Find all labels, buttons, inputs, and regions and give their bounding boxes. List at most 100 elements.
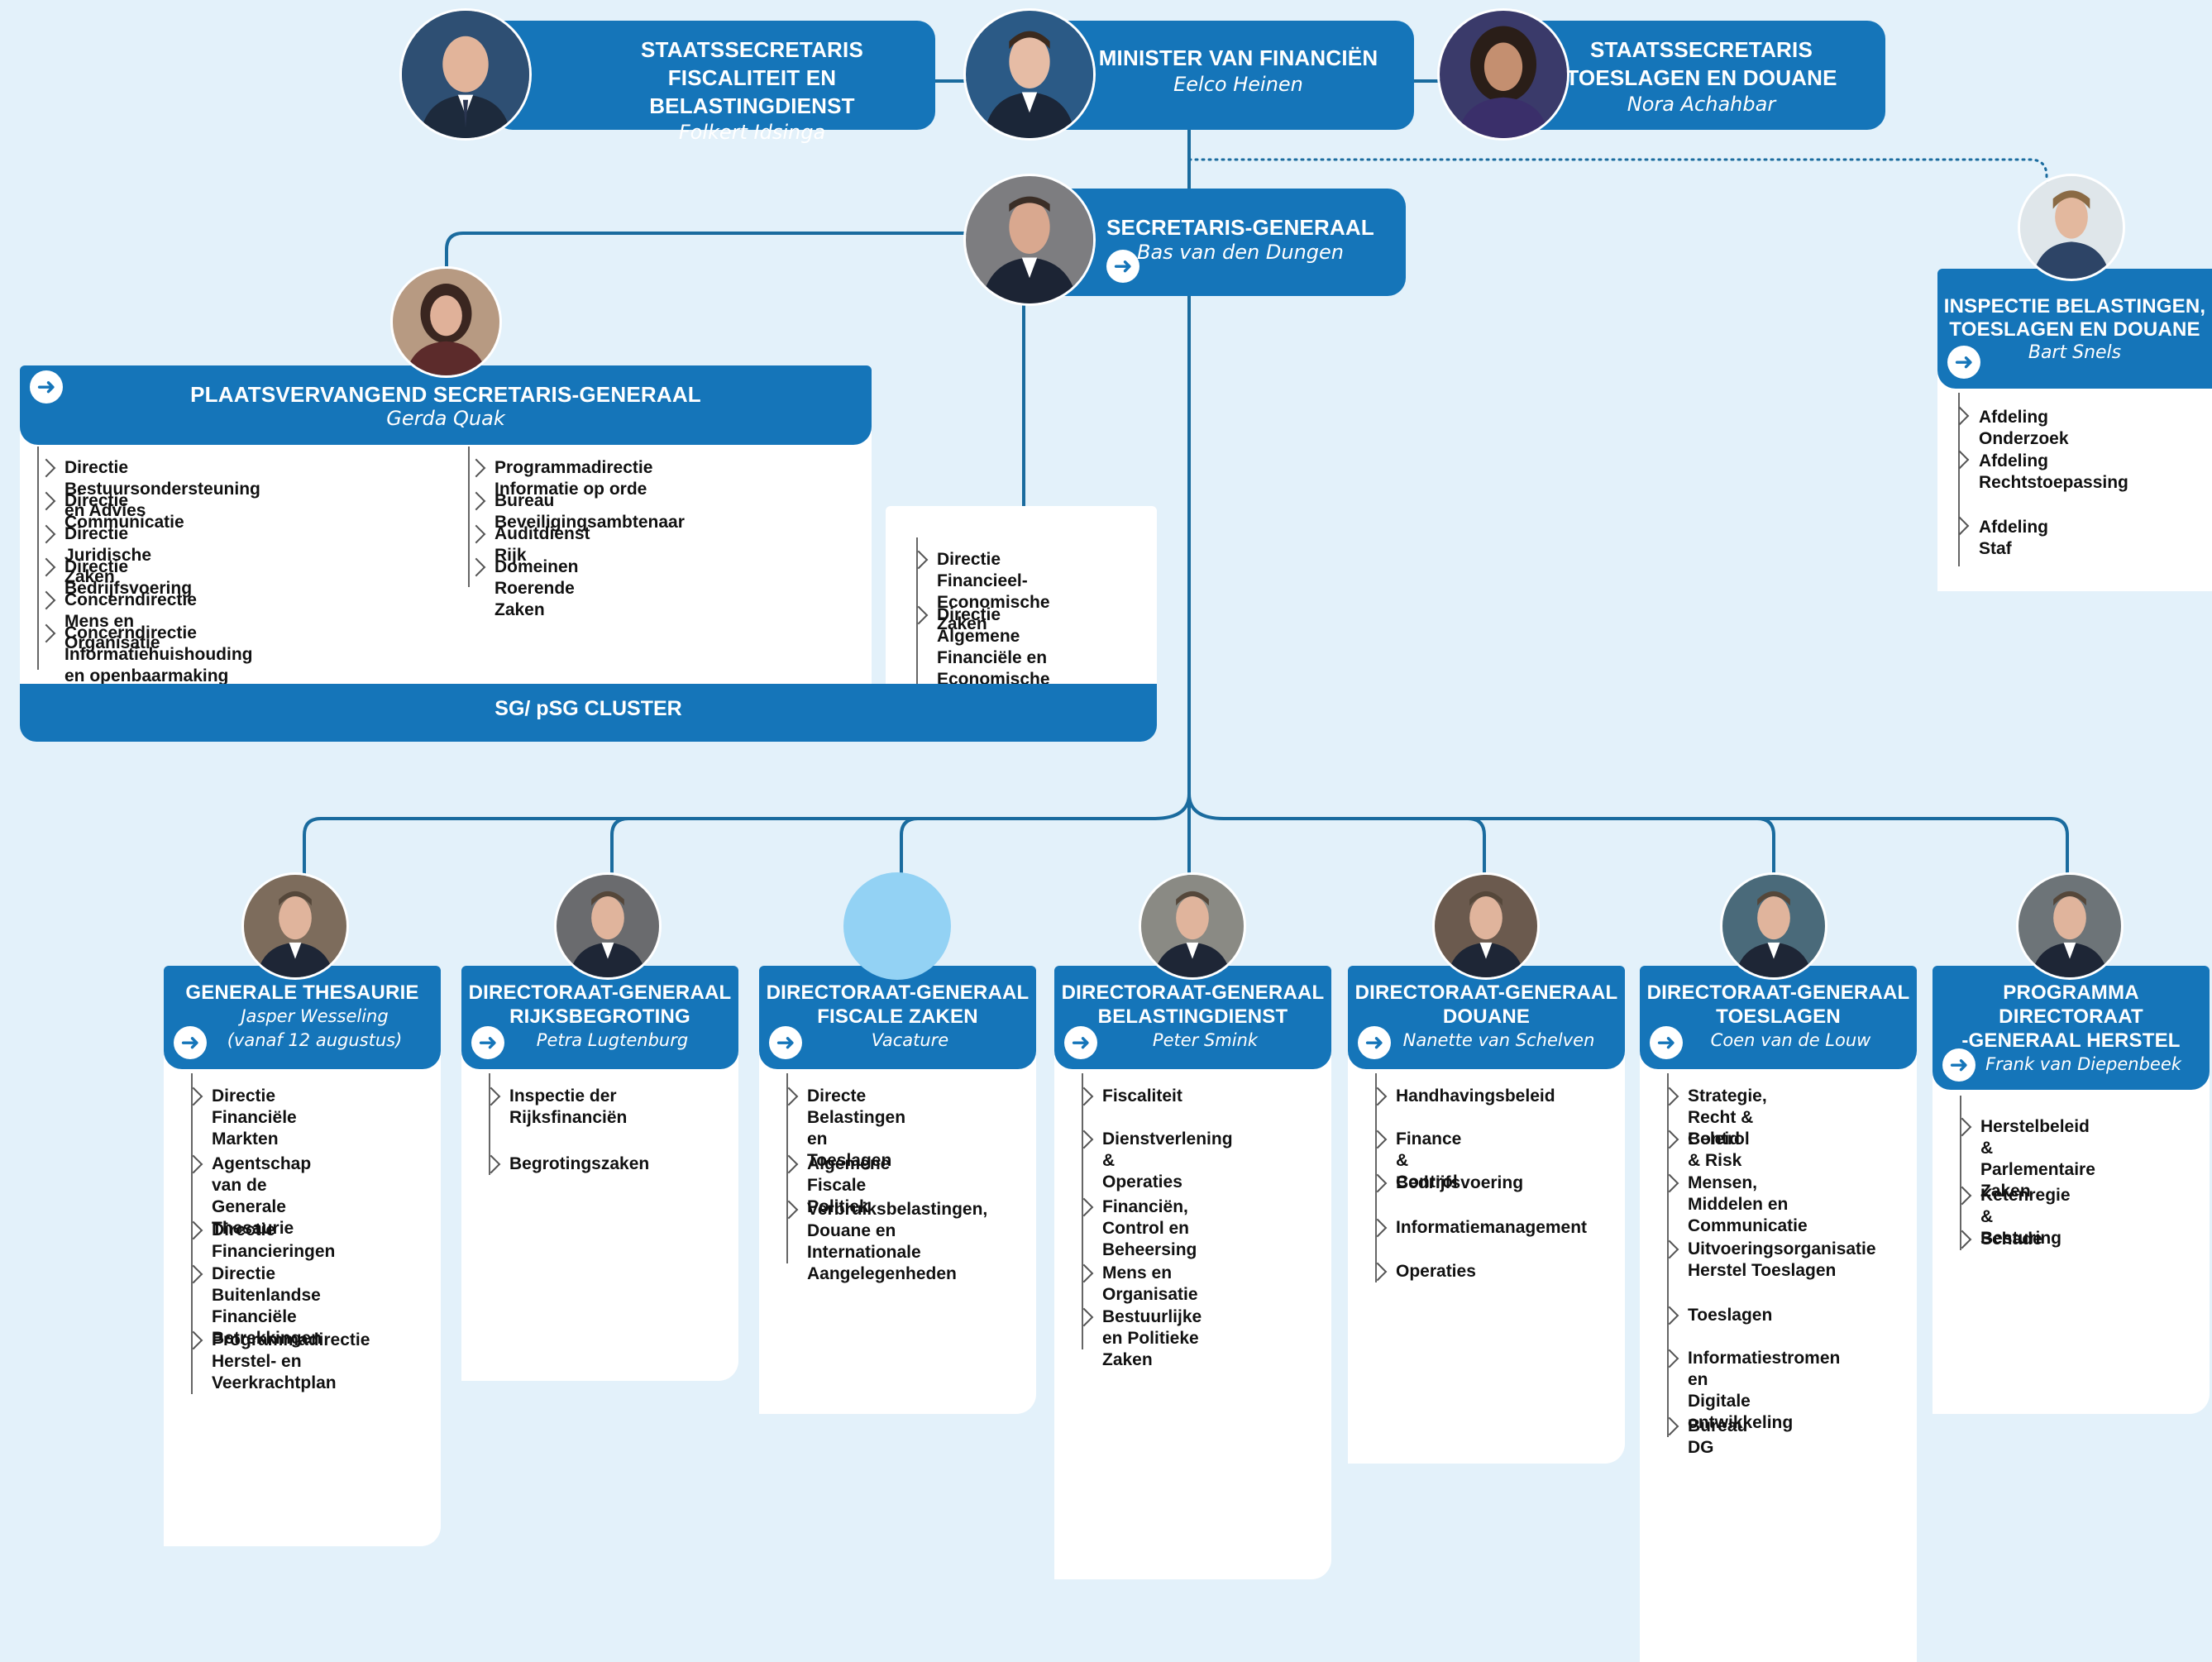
dg-list-line — [786, 1073, 788, 1263]
list-item: Concerndirectie Informatiehuishouding en… — [64, 623, 253, 685]
list-item: Programmadirectie Herstel- en Veerkracht… — [212, 1330, 370, 1392]
staats-fisc-title1: STAATSSECRETARIS — [641, 37, 863, 62]
list-item: Begrotingszaken — [509, 1154, 650, 1173]
dg-list-line — [1960, 1096, 1961, 1250]
person-photo — [390, 266, 502, 378]
arrow-right-circle-icon[interactable]: ➜ — [1942, 1048, 1976, 1082]
list-item: Inspectie der Rijksfinanciën — [509, 1087, 628, 1127]
arrow-right-circle-icon[interactable]: ➜ — [1106, 250, 1139, 283]
list-item: Auditdienst Rijk — [494, 524, 590, 565]
psg-card — [20, 430, 872, 703]
person-photo — [2018, 174, 2125, 281]
dg-name: Nanette van Schelven — [1402, 1030, 1595, 1050]
dg-title1: DIRECTORAAT-GENERAAL — [1354, 981, 1618, 1004]
dg-card — [1348, 1034, 1625, 1464]
dg-card — [1933, 1034, 2210, 1414]
list-item: Informatiemanagement — [1396, 1218, 1588, 1237]
arrow-right-circle-icon[interactable]: ➜ — [1947, 346, 1980, 379]
list-item: Directie Financieel- Economische Zaken — [937, 550, 1050, 633]
list-item: Directie Financieringen — [212, 1220, 336, 1261]
person-photo — [554, 872, 662, 980]
inspectie-line — [1958, 393, 1960, 566]
person-photo — [1720, 872, 1827, 980]
list-item: Operaties — [1396, 1262, 1476, 1281]
arrow-right-circle-icon[interactable]: ➜ — [174, 1026, 207, 1059]
list-item: Mensen, Middelen en Communicatie — [1688, 1173, 1808, 1235]
dg-title1: GENERALE THESAURIE — [185, 981, 419, 1004]
dg-name2: (vanaf 12 augustus) — [227, 1030, 403, 1050]
list-item: Uitvoeringsorganisatie Herstel Toeslagen — [1688, 1239, 1876, 1280]
dg-card — [164, 1034, 441, 1546]
dg-list-line — [191, 1073, 193, 1394]
inspectie-name: Bart Snels — [2028, 342, 2122, 363]
dg-title1: DIRECTORAAT-GENERAAL — [766, 981, 1030, 1004]
dg-list-line — [1375, 1073, 1377, 1282]
list-item: Toeslagen — [1688, 1306, 1773, 1325]
inspectie-title1: INSPECTIE BELASTINGEN, — [1943, 295, 2206, 318]
psg-col1-line — [37, 447, 39, 670]
list-item: Herstelbeleid & Parlementaire Zaken — [1980, 1117, 2095, 1201]
list-item: Directie Bedrijfsvoering — [64, 557, 193, 598]
list-item: Bedrijfsvoering — [1396, 1173, 1524, 1192]
dg-name: Petra Lugtenburg — [536, 1030, 689, 1050]
dg-title2: DIRECTORAAT — [1999, 1005, 2143, 1028]
list-item: Afdeling Staf — [1979, 518, 2048, 558]
list-item: Concerndirectie Mens en Organisatie — [64, 590, 197, 652]
list-item: Algemene Fiscale Politiek — [807, 1154, 891, 1216]
arrow-right-circle-icon[interactable]: ➜ — [30, 370, 63, 404]
list-item: Directie Buitenlandse Financiële Betrekk… — [212, 1264, 322, 1348]
sg-directies-line — [916, 537, 918, 686]
list-item: Directie Bestuursondersteuning en Advies — [64, 458, 260, 520]
dg-name: Coen van de Louw — [1710, 1030, 1871, 1050]
list-item: Domeinen Roerende Zaken — [494, 557, 579, 619]
list-item: Ketenregie & Besturing — [1980, 1186, 2071, 1248]
person-photo — [241, 872, 349, 980]
staats-toes-title2: TOESLAGEN EN DOUANE — [1565, 65, 1837, 90]
sg-directies-card — [886, 506, 1157, 703]
list-item: Strategie, Recht & Beleid — [1688, 1087, 1767, 1149]
arrow-right-circle-icon[interactable]: ➜ — [1358, 1026, 1391, 1059]
arrow-right-circle-icon[interactable]: ➜ — [1650, 1026, 1683, 1059]
dg-title2: RIJKSBEGROTING — [509, 1005, 690, 1028]
inspectie-title2: TOESLAGEN EN DOUANE — [1949, 318, 2200, 341]
dg-card — [461, 1034, 738, 1381]
sg-psg-cluster-label: SG/ pSG CLUSTER — [20, 684, 1157, 742]
dg-name: Frank van Diepenbeek — [1985, 1054, 2181, 1074]
staats-toes-title1: STAATSSECRETARIS — [1590, 37, 1813, 62]
list-item: Afdeling Rechtstoepassing — [1979, 451, 2128, 492]
person-photo — [1432, 872, 1540, 980]
dg-list-line — [1082, 1073, 1083, 1349]
dg-title3: -GENERAAL HERSTEL — [1961, 1029, 2181, 1052]
psg-name: Gerda Quak — [386, 407, 505, 430]
list-item: Handhavingsbeleid — [1396, 1087, 1555, 1106]
person-photo — [843, 872, 951, 980]
minister-title: MINISTER VAN FINANCIËN — [1098, 45, 1378, 70]
person-photo — [963, 8, 1096, 141]
connector-lines — [303, 79, 2069, 876]
dg-name: Jasper Wesseling — [241, 1006, 389, 1026]
staats-fisc-name: Folkert Idsinga — [678, 121, 826, 144]
list-item: Informatiestromen en Digitale ontwikkeli… — [1688, 1349, 1841, 1432]
dg-title1: DIRECTORAAT-GENERAAL — [468, 981, 732, 1004]
person-photo — [963, 174, 1096, 306]
dg-title1: DIRECTORAAT-GENERAAL — [1646, 981, 1910, 1004]
person-photo — [1139, 872, 1246, 980]
list-item: Schade — [1980, 1230, 2042, 1249]
list-item: Control & Risk — [1688, 1129, 1750, 1170]
list-item: Programmadirectie Informatie op orde — [494, 458, 653, 499]
dg-name: Peter Smink — [1152, 1030, 1259, 1050]
arrow-right-circle-icon[interactable]: ➜ — [769, 1026, 802, 1059]
sg-name: Bas van den Dungen — [1136, 241, 1344, 264]
list-item: Finance & Control — [1396, 1129, 1462, 1192]
arrow-right-circle-icon[interactable]: ➜ — [1064, 1026, 1097, 1059]
staats-fisc-title2: FISCALITEIT EN BELASTINGDIENST — [649, 65, 855, 118]
dg-name: Vacature — [871, 1030, 949, 1050]
arrow-right-circle-icon[interactable]: ➜ — [471, 1026, 504, 1059]
